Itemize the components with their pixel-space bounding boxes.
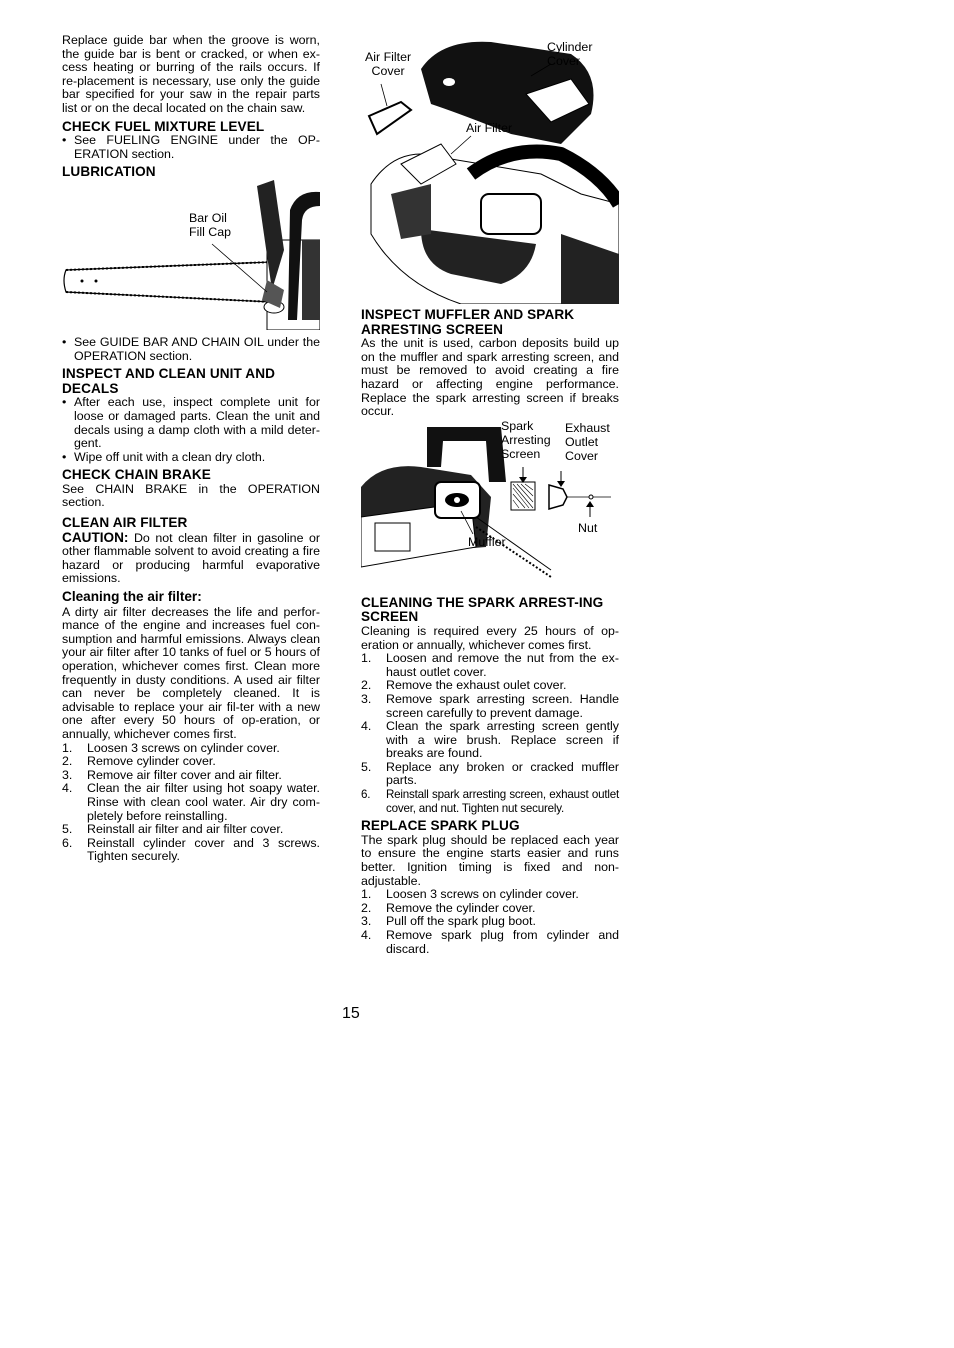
lubrication-bullets: See GUIDE BAR AND CHAIN OIL under the OP… (62, 335, 320, 363)
cleaning-heading: CLEANING THE SPARK ARREST-ING SCREEN (361, 594, 604, 625)
spark-plug-text: The spark plug should be replaced each y… (361, 832, 619, 888)
page-number: 15 (342, 1005, 360, 1022)
fuel-bullets: See FUELING ENGINE under the OP-ERATION … (62, 133, 320, 161)
list-item: See FUELING ENGINE under the OP-ERATION … (62, 133, 320, 161)
list-item: 6.Reinstall cylinder cover and 3 screws.… (62, 835, 320, 864)
nut-label: Nut (578, 520, 598, 535)
muffler-label: Muffler (468, 534, 506, 549)
cylinder-cover-label: Cylinder Cover (547, 40, 593, 68)
list-item: 1.Loosen and remove the nut from the ex-… (361, 651, 619, 679)
list-item: 4.Remove spark plug from cylinder and di… (361, 928, 619, 956)
inspect-heading: INSPECT AND CLEAN UNIT AND DECALS (62, 366, 276, 396)
list-item: 3.Pull off the spark plug boot. (361, 914, 536, 929)
list-item: 5.Replace any broken or cracked muffler … (361, 759, 619, 788)
left-column: Replace guide bar when the groove is wor… (62, 33, 320, 864)
list-item: 2.Remove the cylinder cover. (361, 900, 536, 915)
list-item: 5.Reinstall air filter and air filter co… (62, 822, 284, 837)
list-item: 1.Loosen 3 screws on cylinder cover. (62, 740, 280, 755)
muffler-heading: INSPECT MUFFLER AND SPARK ARRESTING SCRE… (361, 307, 575, 337)
list-item: 4.Clean the air filter using hot soapy w… (62, 781, 320, 823)
muffler-figure: Spark Arresting Screen Exhaust Outlet Co… (361, 419, 619, 592)
air-filter-steps: 1.Loosen 3 screws on cylinder cover. 2.R… (62, 740, 320, 864)
list-item: 1.Loosen 3 screws on cylinder cover. (361, 887, 579, 902)
inspect-bullets: After each use, inspect complete unit fo… (62, 395, 320, 465)
right-column: Air Filter Cover Cylinder Cover Air Filt… (361, 34, 619, 956)
caution-text: Do not clean filter in gasoline or other… (62, 530, 320, 586)
chainsaw-bar-illustration (63, 179, 320, 330)
list-item: 6.Reinstall spark arresting screen, exha… (361, 788, 619, 815)
caution-paragraph: CAUTION: Do not clean filter in gasoline… (62, 529, 320, 586)
exhaust-outlet-cover-label: Exhaust Outlet Cover (565, 420, 610, 463)
list-item: 3.Remove spark arresting screen. Handle … (361, 691, 619, 720)
air-filter-label: Air Filter (466, 121, 513, 135)
air-filter-figure: Air Filter Cover Cylinder Cover Air Filt… (361, 34, 619, 304)
engine-exploded-illustration (367, 41, 619, 304)
lubrication-figure: Bar Oil Fill Cap (62, 179, 320, 330)
cleaning-steps: 1.Loosen and remove the nut from the ex-… (361, 651, 619, 815)
muffler-text: As the unit is used, carbon deposits bui… (361, 336, 619, 419)
list-item: 4.Clean the spark arresting screen gentl… (361, 719, 619, 761)
spark-plug-steps: 1.Loosen 3 screws on cylinder cover. 2.R… (361, 887, 619, 956)
list-item: See GUIDE BAR AND CHAIN OIL under the OP… (62, 335, 320, 363)
list-item: After each use, inspect complete unit fo… (62, 395, 320, 450)
caution-label: CAUTION: (62, 529, 129, 545)
guide-bar-intro: Replace guide bar when the groove is wor… (62, 33, 320, 115)
cleaning-text: Cleaning is required every 25 hours of o… (361, 623, 619, 652)
muffler-exploded-illustration (361, 426, 611, 578)
lubrication-heading: LUBRICATION (62, 164, 156, 180)
list-item: Wipe off unit with a clean dry cloth. (62, 450, 320, 465)
chain-brake-text: See CHAIN BRAKE in the OPERATION section… (62, 481, 320, 510)
bar-oil-fill-cap-label: Bar Oil Fill Cap (189, 210, 231, 239)
air-filter-heading: CLEAN AIR FILTER (62, 515, 188, 531)
spark-plug-heading: REPLACE SPARK PLUG (361, 818, 520, 834)
air-filter-text: A dirty air filter decreases the life an… (62, 604, 320, 741)
fuel-heading: CHECK FUEL MIXTURE LEVEL (62, 118, 265, 134)
list-item: 2.Remove cylinder cover. (62, 754, 216, 769)
air-filter-subheading: Cleaning the air filter: (62, 589, 202, 605)
list-item: 2.Remove the exhaust oulet cover. (361, 678, 567, 693)
list-item: 3.Remove air filter cover and air filter… (62, 767, 282, 782)
air-filter-cover-label: Air Filter Cover (365, 50, 412, 78)
chain-brake-heading: CHECK CHAIN BRAKE (62, 467, 211, 483)
spark-arresting-screen-label: Spark Arresting Screen (501, 418, 551, 461)
